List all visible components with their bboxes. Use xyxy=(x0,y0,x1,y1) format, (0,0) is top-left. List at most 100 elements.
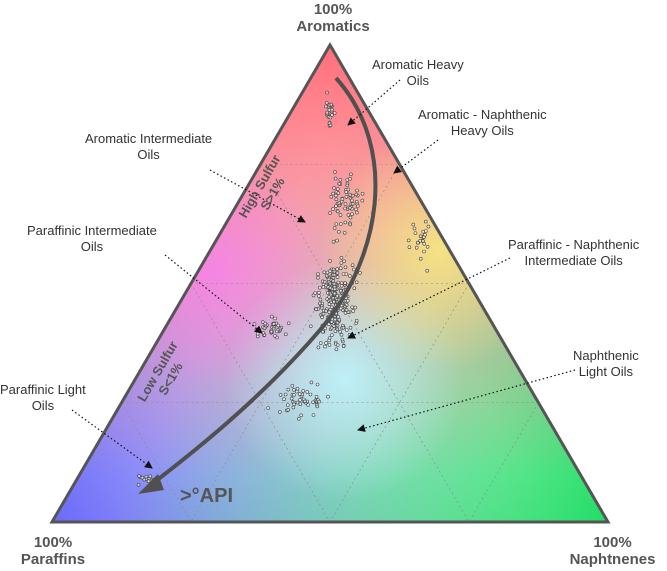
sample-dot xyxy=(425,245,430,249)
sample-dot xyxy=(334,193,338,198)
sample-dot xyxy=(326,277,331,282)
grid-line xyxy=(121,402,192,523)
sample-dot xyxy=(418,234,423,238)
callout-leaders xyxy=(71,79,576,469)
sample-dot xyxy=(350,202,355,206)
sample-dot xyxy=(412,226,417,231)
sample-dot xyxy=(328,269,333,273)
sample-dot xyxy=(335,271,340,275)
sample-dot xyxy=(148,474,153,479)
sample-dot xyxy=(337,181,342,186)
sample-dot xyxy=(327,343,332,347)
sample-dot xyxy=(344,303,349,307)
sample-dot xyxy=(338,266,343,271)
vertex-percent: 100% xyxy=(33,534,73,551)
sample-dot xyxy=(315,382,320,387)
sample-dot xyxy=(294,389,299,394)
sample-dot xyxy=(407,245,412,249)
sample-dot xyxy=(339,281,344,285)
sample-dot xyxy=(136,482,141,487)
sample-dot xyxy=(341,308,345,313)
sample-dot xyxy=(331,191,336,196)
sample-dot xyxy=(322,280,327,284)
sample-dot xyxy=(351,309,356,313)
grid-line xyxy=(468,402,539,523)
leader-aromatic-naphthenic-heavy xyxy=(393,139,439,174)
sample-dot xyxy=(354,192,359,197)
sample-dot xyxy=(316,275,320,280)
sample-dot xyxy=(415,241,420,245)
sample-dot xyxy=(324,104,328,109)
sample-dot xyxy=(323,344,327,349)
sample-dot xyxy=(319,305,324,310)
sample-dot xyxy=(341,325,346,330)
sample-dot xyxy=(263,321,268,326)
sample-dot xyxy=(289,396,294,401)
sample-dot xyxy=(299,413,304,418)
sample-dot xyxy=(269,314,274,319)
sample-dot xyxy=(278,393,283,397)
sample-dot xyxy=(297,392,302,396)
sample-dot xyxy=(348,206,352,210)
sample-dot xyxy=(329,320,334,324)
sample-dot xyxy=(327,295,332,299)
sample-dot xyxy=(142,477,147,482)
callout-paraffinic-naphthenic-intermediate: Paraffinic - Naphthenic Intermediate Oil… xyxy=(508,237,640,268)
sample-dot xyxy=(345,183,350,188)
sample-dot xyxy=(144,474,149,479)
sample-dot xyxy=(342,231,347,235)
sample-dot xyxy=(318,341,323,345)
grid-line xyxy=(329,283,470,523)
sample-dot xyxy=(335,238,339,243)
sample-dot xyxy=(334,347,339,352)
sample-dot xyxy=(282,397,286,402)
sample-dot xyxy=(360,198,365,203)
sample-dot xyxy=(337,317,342,322)
sample-dot xyxy=(276,323,281,328)
sample-dot xyxy=(328,259,332,263)
sample-dot xyxy=(329,194,334,199)
sample-dot xyxy=(332,287,337,292)
sample-dot xyxy=(334,222,339,226)
callout-aromatic-intermediate: Aromatic Intermediate Oils xyxy=(85,131,213,162)
sample-dot xyxy=(272,322,276,326)
sample-dot xyxy=(421,229,426,234)
sample-dot xyxy=(308,392,313,397)
sample-dot xyxy=(360,191,365,196)
sample-dot xyxy=(285,403,290,407)
vertex-name: Naphtnenes xyxy=(569,551,656,568)
sample-dot xyxy=(333,170,337,174)
sample-dot xyxy=(255,331,260,336)
sample-dot xyxy=(411,222,416,227)
sample-dot xyxy=(348,274,352,278)
sample-dot xyxy=(324,273,329,278)
sample-dot xyxy=(333,176,338,181)
sample-dot xyxy=(348,222,353,227)
sample-dot xyxy=(311,293,316,298)
sample-dot xyxy=(355,188,359,193)
sample-dot xyxy=(298,398,302,402)
sample-dot xyxy=(308,324,313,329)
sample-dot xyxy=(337,201,342,205)
sample-dot xyxy=(331,276,336,280)
sample-dot xyxy=(331,279,336,283)
sample-dot xyxy=(353,305,358,310)
sample-dot xyxy=(339,332,344,337)
sample-dot xyxy=(338,329,343,334)
sample-dot xyxy=(331,239,336,244)
sample-dot xyxy=(332,186,336,190)
sample-dot xyxy=(354,318,359,323)
sample-dot xyxy=(426,224,431,229)
sample-dot xyxy=(316,294,321,298)
sample-dot xyxy=(343,265,348,270)
sample-dot xyxy=(406,238,411,243)
sample-dot xyxy=(334,204,338,208)
sample-dot xyxy=(292,393,296,397)
sample-dot xyxy=(354,280,359,285)
sample-dot xyxy=(290,383,295,388)
grid-lines xyxy=(121,163,539,523)
sample-dot xyxy=(338,289,343,293)
sample-dot xyxy=(330,333,334,337)
